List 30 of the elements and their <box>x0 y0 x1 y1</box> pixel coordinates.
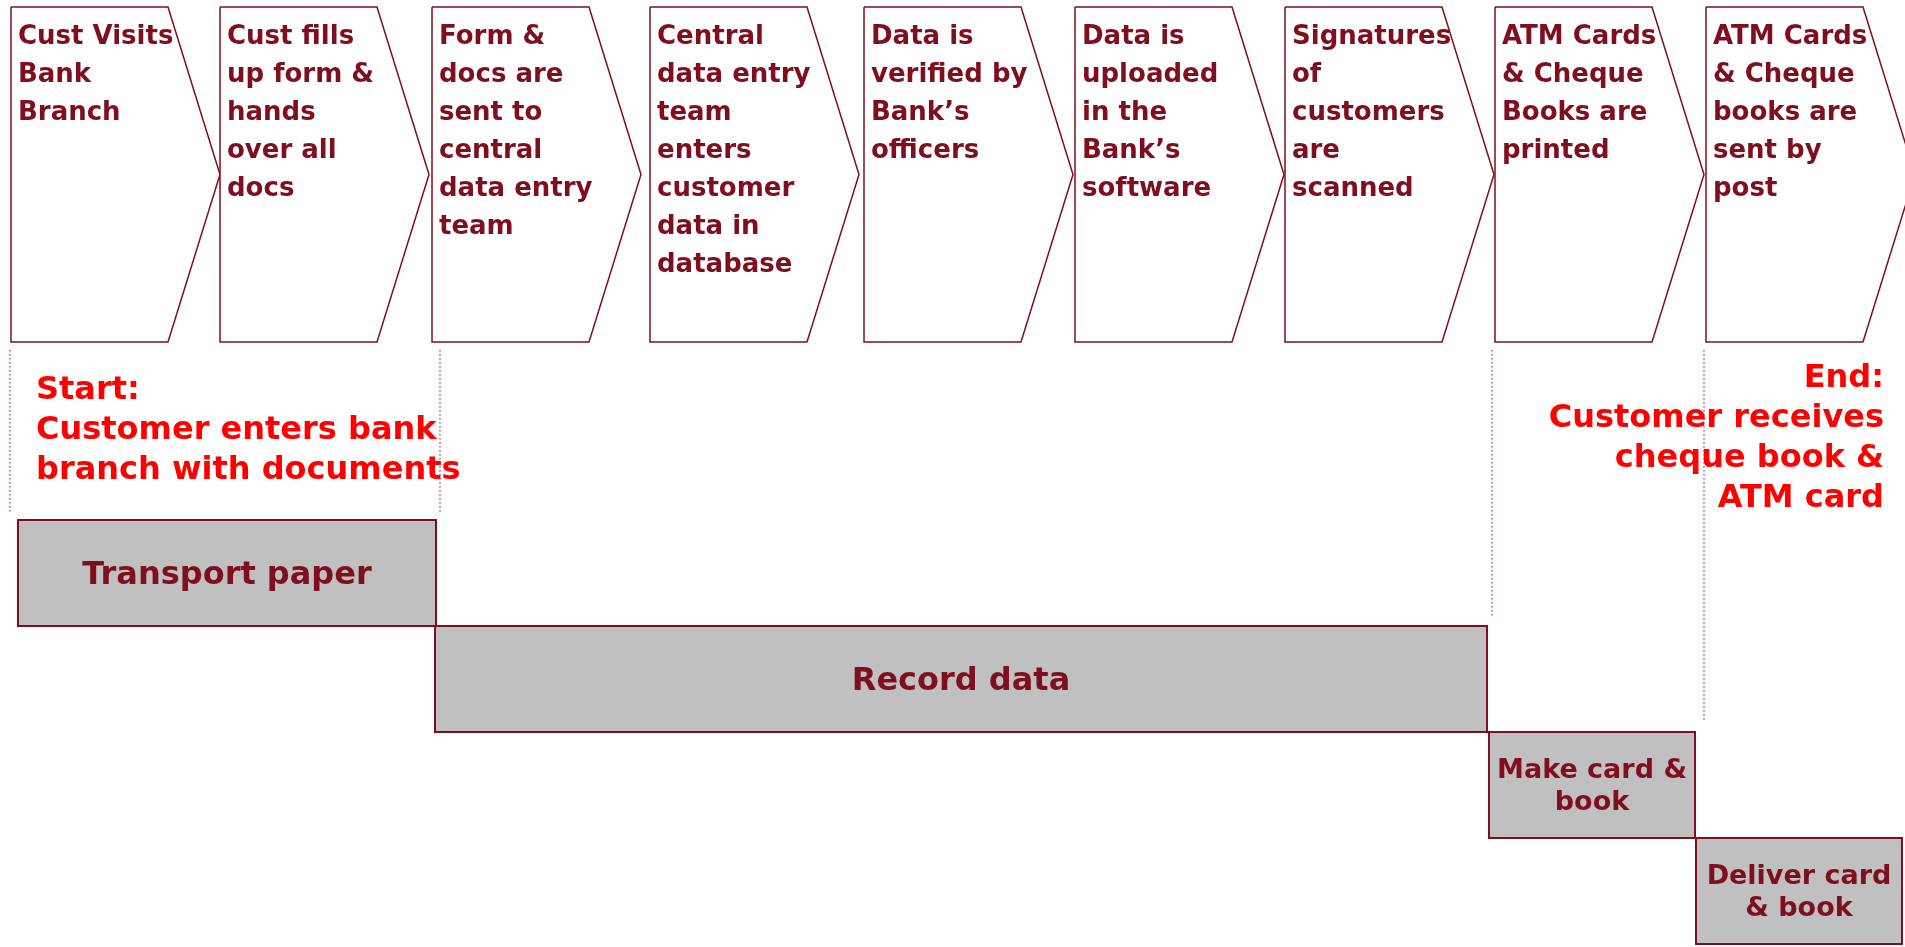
chevron-step <box>1074 6 1286 343</box>
process-bar <box>17 519 437 627</box>
bar-label: Deliver card & book <box>1705 858 1893 924</box>
chevron-step <box>1284 6 1496 343</box>
process-bar <box>1488 731 1696 839</box>
chevron-step <box>10 6 222 343</box>
step-label: Form & docs are sent to central data entry team <box>439 19 594 242</box>
process-bar <box>434 625 1488 733</box>
note-text: Start: <box>36 368 141 408</box>
chevron-step <box>431 6 643 343</box>
step-label: Data is uploaded in the Bank’s software <box>1082 19 1220 204</box>
bar-label: Transport paper <box>82 553 372 593</box>
note-text: Customer receives cheque book & ATM card <box>1547 396 1884 516</box>
chevron-step <box>1494 6 1706 343</box>
chevron-step <box>649 6 861 343</box>
step-label: Data is verified by Bank’s officers <box>871 19 1029 166</box>
step-label: Cust Visits Bank Branch <box>18 19 175 128</box>
step-label: ATM Cards & Cheque Books are printed <box>1502 19 1658 166</box>
bar-label: Make card & book <box>1496 752 1688 818</box>
step-label: Cust fills up form & hands over all docs <box>227 19 375 204</box>
step-label: Signatures of customers are scanned <box>1292 19 1452 204</box>
bar-label: Record data <box>851 659 1071 699</box>
chevron-step <box>863 6 1075 343</box>
note-text: Customer enters bank branch with documents <box>36 408 462 488</box>
chevron-step <box>219 6 431 343</box>
note-text: End: <box>1802 356 1884 396</box>
chevron-step <box>1705 6 1905 343</box>
step-label: Central data entry team enters customer data in database <box>657 19 812 280</box>
process-bar <box>1695 837 1903 945</box>
step-label: ATM Cards & Cheque books are sent by post <box>1713 19 1869 204</box>
